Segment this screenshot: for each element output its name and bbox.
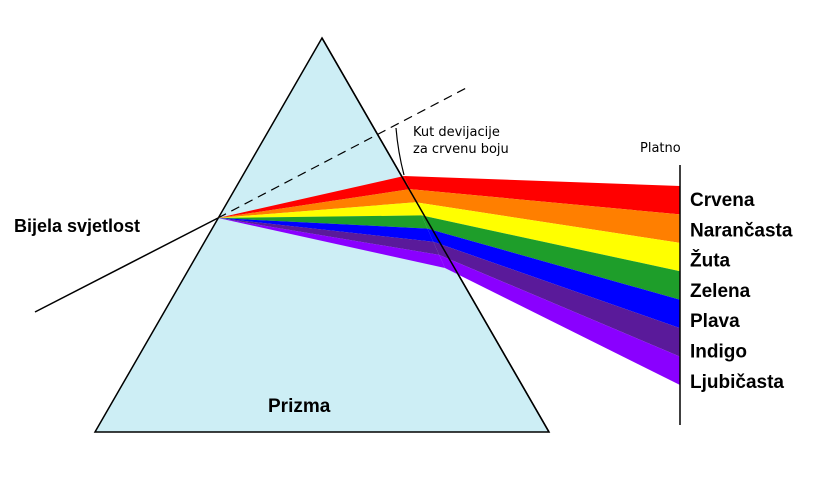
screen-label: Platno bbox=[640, 141, 681, 156]
deviation-label-line1: Kut devijacije bbox=[413, 125, 500, 140]
spectrum-label-7: Ljubičasta bbox=[690, 372, 784, 393]
spectrum-label-1: Crvena bbox=[690, 190, 755, 211]
spectrum-label-2: Narančasta bbox=[690, 220, 793, 241]
spectrum-labels: CrvenaNarančastaŽutaZelenaPlavaIndigoLju… bbox=[690, 190, 793, 393]
prism-label: Prizma bbox=[268, 396, 331, 417]
white-light-label: Bijela svjetlost bbox=[14, 216, 140, 236]
spectrum-label-3: Žuta bbox=[690, 250, 731, 272]
spectrum-label-6: Indigo bbox=[690, 342, 747, 363]
spectrum-label-4: Zelena bbox=[690, 281, 751, 302]
spectrum-label-5: Plava bbox=[690, 311, 740, 332]
deviation-label-line2: za crvenu boju bbox=[413, 142, 509, 157]
